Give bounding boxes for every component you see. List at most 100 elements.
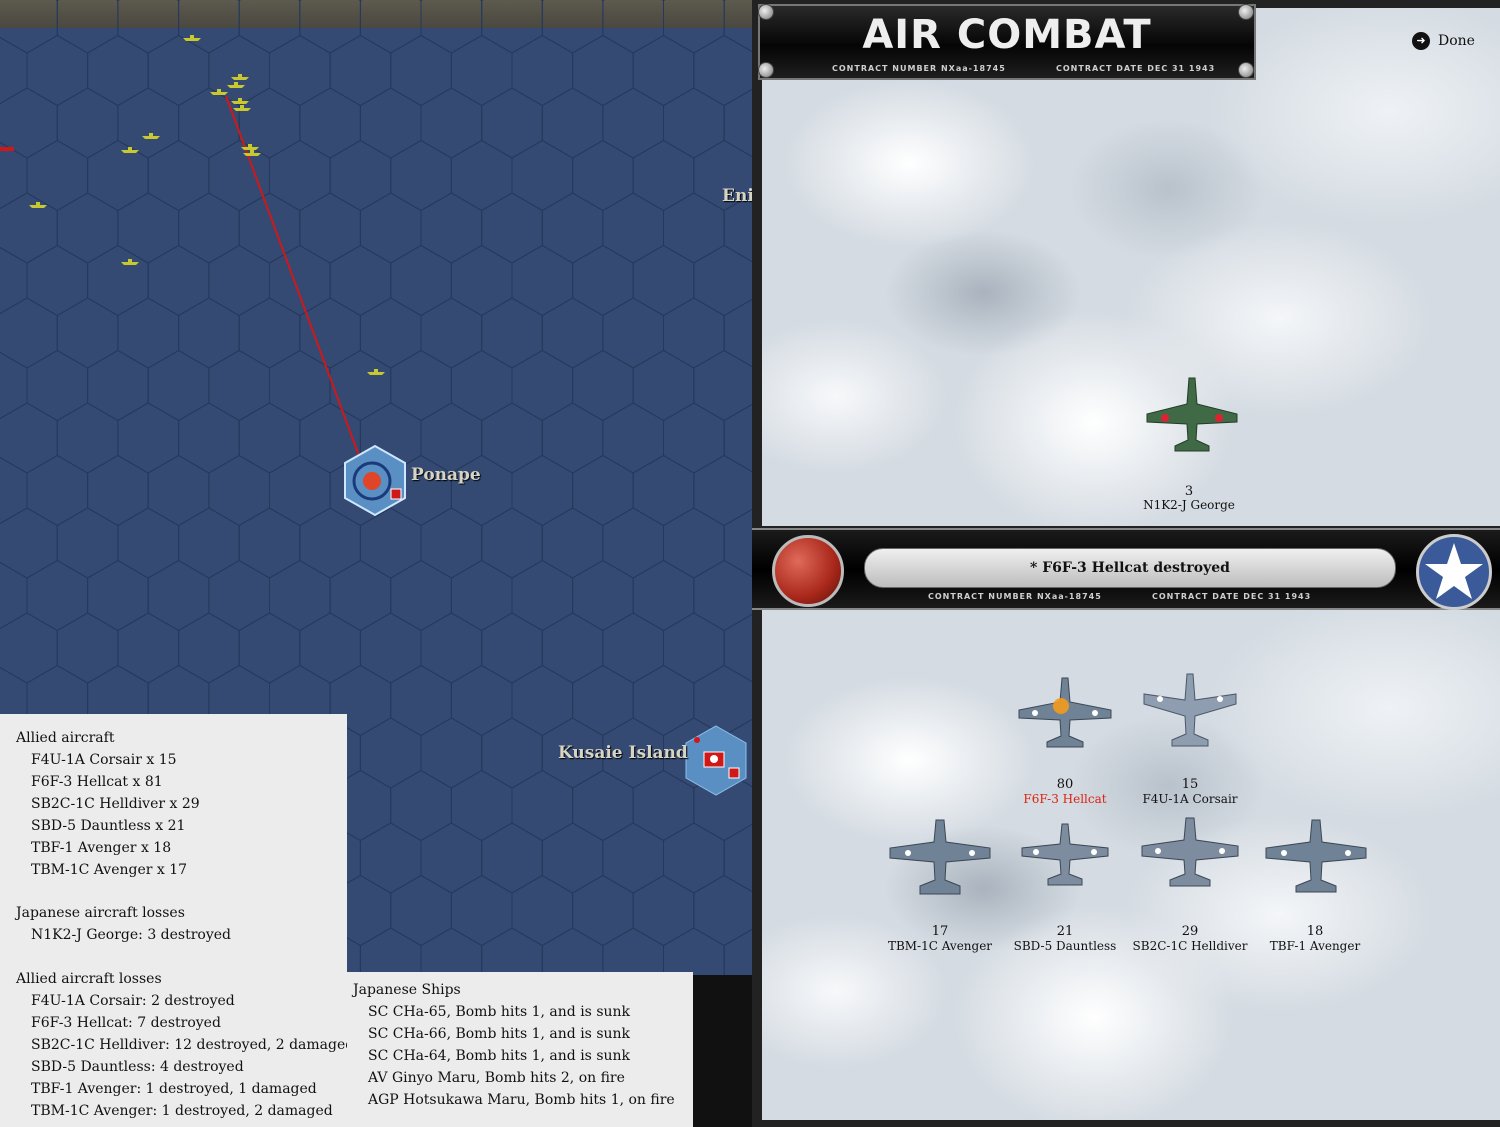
map-hex — [208, 349, 270, 422]
tbm-avenger-aircraft-icon[interactable] — [888, 818, 992, 898]
map-hex — [572, 454, 634, 527]
map-hex — [481, 822, 543, 894]
tbf-avenger-aircraft-icon[interactable] — [1264, 818, 1368, 896]
kusaie-base-icon[interactable] — [685, 725, 747, 796]
map-hex — [632, 34, 695, 107]
ship-task-force-icon[interactable] — [231, 98, 249, 104]
location-label-kusaie[interactable]: Kusaie Island — [558, 743, 688, 763]
map-hex — [602, 507, 664, 579]
map-hex — [147, 559, 210, 632]
map-hex — [663, 822, 725, 894]
map-hex — [390, 349, 452, 422]
map-hex — [0, 0, 27, 1]
map-hex — [541, 192, 604, 264]
map-hex — [723, 613, 752, 683]
map-hex — [450, 874, 513, 947]
map-hex — [723, 928, 752, 975]
map-hex — [87, 454, 149, 527]
map-hex — [572, 769, 634, 842]
ship-task-force-icon[interactable] — [210, 89, 228, 95]
enemy-aircraft-count: 3 — [1184, 484, 1194, 499]
ship-task-force-icon[interactable] — [233, 105, 251, 111]
map-hex — [572, 874, 634, 947]
screw-icon — [758, 4, 774, 20]
map-hex — [420, 87, 483, 159]
allied-sky-area — [762, 606, 1500, 1120]
ship-task-force-icon[interactable] — [29, 202, 47, 208]
ship-task-force-icon[interactable] — [121, 147, 139, 153]
red-combat-button[interactable] — [772, 535, 844, 607]
ship-task-force-icon[interactable] — [367, 369, 385, 375]
map-hex — [0, 456, 28, 525]
map-hex — [572, 559, 634, 632]
enemy-unit-icon[interactable] — [0, 147, 14, 151]
ship-result-row: AGP Hotsukawa Maru, Bomb hits 1, on fire — [368, 1092, 675, 1108]
map-hex — [0, 351, 28, 420]
helldiver-aircraft-icon[interactable] — [1140, 816, 1240, 890]
map-hex — [511, 34, 574, 107]
map-hex — [0, 36, 28, 105]
done-button[interactable]: ➜ Done — [1412, 32, 1475, 50]
air-combat-panel: AIR COMBAT CONTRACT NUMBER NXaa-18745 CO… — [752, 0, 1500, 1127]
ship-task-force-icon[interactable] — [183, 35, 201, 41]
screw-icon — [758, 62, 774, 78]
map-hex — [208, 454, 270, 527]
ship-task-force-icon[interactable] — [142, 133, 160, 139]
ship-task-force-icon[interactable] — [243, 150, 261, 156]
ship-task-force-icon[interactable] — [121, 259, 139, 265]
enemy-aircraft-icon[interactable] — [1145, 374, 1239, 454]
allied-loss-row: SBD-5 Dauntless: 4 destroyed — [31, 1059, 244, 1075]
map-hex — [208, 139, 270, 212]
allied-aircraft-name-hit: F6F-3 Hellcat — [1023, 792, 1107, 806]
map-hex — [541, 822, 604, 894]
map-hex — [359, 192, 422, 264]
map-hex — [117, 192, 180, 264]
map-hex — [602, 297, 664, 369]
map-hex — [178, 87, 240, 159]
map-hex — [663, 297, 725, 369]
corsair-aircraft-icon[interactable] — [1142, 672, 1238, 750]
map-hex — [178, 507, 240, 579]
japanese-ships-report: Japanese Ships SC CHa-65, Bomb hits 1, a… — [347, 972, 693, 1127]
allied-aircraft-name: SB2C-1C Helldiver — [1132, 939, 1248, 953]
location-label-eni[interactable]: Eni — [722, 186, 752, 206]
enemy-aircraft-name: N1K2-J George — [1143, 498, 1235, 512]
map-hex — [0, 246, 28, 315]
ship-task-force-icon[interactable] — [227, 82, 245, 88]
ship-task-force-icon[interactable] — [231, 74, 249, 80]
map-hex — [511, 874, 574, 947]
allied-aircraft-count: 80 — [1056, 777, 1074, 792]
combat-message: * F6F-3 Hellcat destroyed — [864, 548, 1396, 588]
map-hex — [390, 769, 452, 842]
map-hex — [299, 0, 361, 54]
screw-icon — [1238, 4, 1254, 20]
map-hex — [541, 87, 604, 159]
map-hex — [0, 561, 28, 630]
map-hex — [56, 507, 119, 579]
map-hex — [359, 612, 422, 684]
hellcat-aircraft-icon[interactable] — [1017, 676, 1113, 750]
map-hex — [663, 0, 725, 54]
map-hex — [723, 823, 752, 893]
allied-aircraft-count: 29 — [1181, 924, 1199, 939]
japanese-losses-heading: Japanese aircraft losses — [16, 905, 185, 921]
ponape-base-icon[interactable] — [344, 444, 406, 517]
allied-aircraft-count: 21 — [1056, 924, 1074, 939]
ship-task-force-icon[interactable] — [241, 144, 259, 150]
map-hex — [390, 244, 452, 317]
map-hex — [663, 927, 725, 975]
map-hex — [147, 349, 210, 422]
map-hex — [238, 0, 301, 54]
map-hex — [299, 87, 361, 159]
map-hex — [299, 297, 361, 369]
dauntless-aircraft-icon[interactable] — [1020, 822, 1110, 888]
map-hex — [87, 139, 149, 212]
map-top-bar — [0, 0, 752, 28]
allied-aircraft-row: F6F-3 Hellcat x 81 — [31, 774, 163, 790]
done-label: Done — [1438, 33, 1475, 49]
map-hex — [450, 349, 513, 422]
map-hex — [117, 507, 180, 579]
map-hex — [450, 769, 513, 842]
map-hex — [602, 612, 664, 684]
location-label-ponape[interactable]: Ponape — [411, 465, 481, 485]
